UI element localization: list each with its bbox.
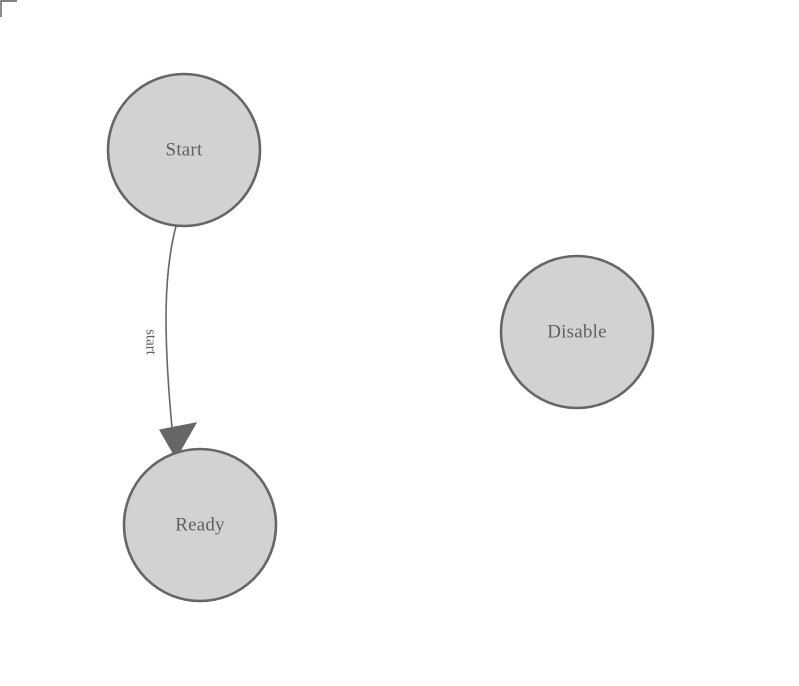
node-ready-circle <box>122 447 278 603</box>
node-disable-label: Disable <box>547 321 606 342</box>
node-disable[interactable]: Disable <box>499 254 655 410</box>
edge-path-start-to-ready <box>165 225 177 429</box>
top-left-corner-mark <box>0 0 17 17</box>
node-disable-circle <box>499 254 655 410</box>
node-ready[interactable]: Ready <box>122 447 278 603</box>
edge-start-to-ready[interactable]: start <box>143 225 198 460</box>
node-start[interactable]: Start <box>106 72 262 228</box>
node-ready-label: Ready <box>175 514 225 535</box>
edge-label-start: start <box>143 329 159 356</box>
node-start-label: Start <box>166 139 203 160</box>
node-start-circle <box>106 72 262 228</box>
arrowhead-icon <box>159 422 198 460</box>
